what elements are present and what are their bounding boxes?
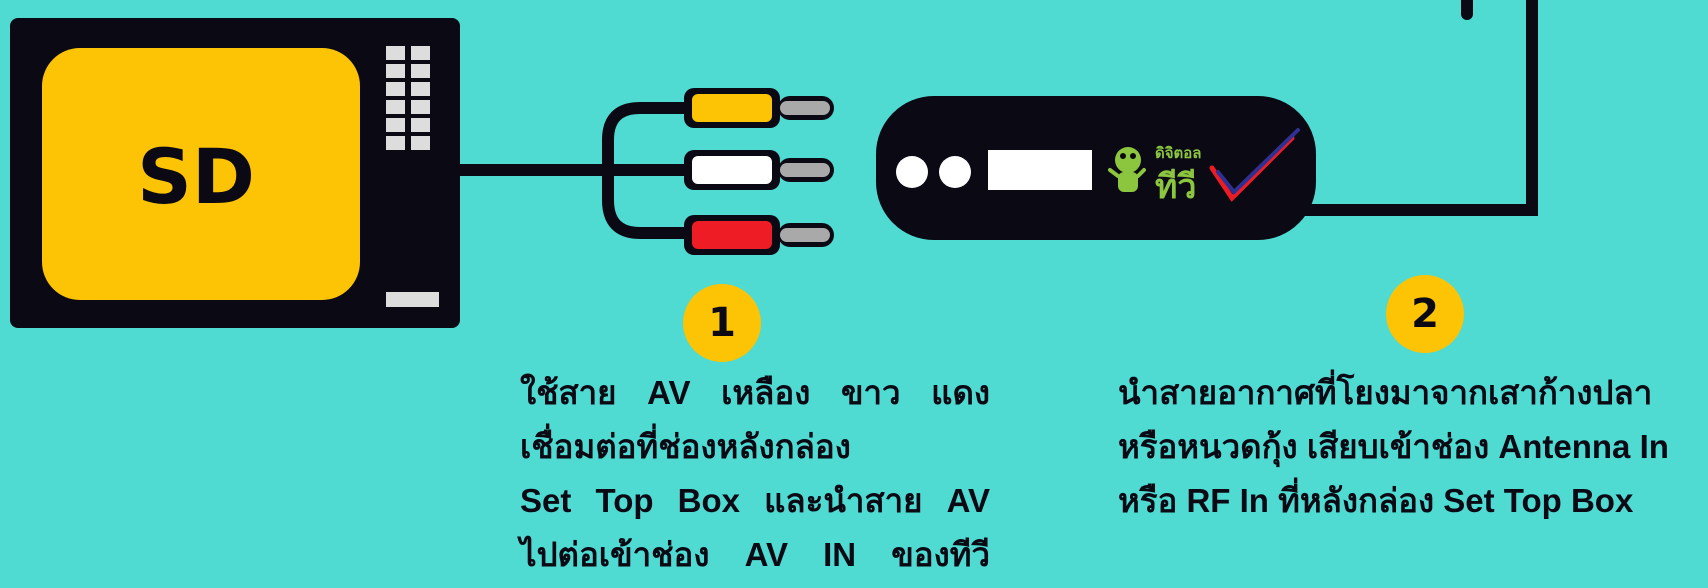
- step-2-line: หรือ RF In ที่หลังกล่อง Set Top Box: [1118, 482, 1634, 519]
- av-plug-yellow: [684, 88, 834, 128]
- step-2-line: นำสายอากาศที่โยงมาจากเสาก้างปลา: [1118, 374, 1653, 411]
- antenna-cable: [1245, 0, 1538, 216]
- step-2-instructions: นำสายอากาศที่โยงมาจากเสาก้างปลา หรือหนวด…: [1118, 366, 1708, 528]
- step-1-line: ไปต่อเข้าช่อง AV IN ของทีวี: [520, 536, 990, 573]
- step-2-line: หรือหนวดกุ้ง เสียบเข้าช่อง Antenna In: [1118, 428, 1669, 465]
- tv-keypad: [386, 46, 430, 150]
- tv-screen: [42, 48, 360, 300]
- logo-top-text: ดิจิตอล: [1155, 144, 1201, 162]
- stb-led-1: [896, 156, 928, 188]
- step-2-number: 2: [1411, 291, 1439, 337]
- av-plug-red: [684, 215, 834, 255]
- tv-set: SD: [10, 18, 460, 328]
- tv-speaker-slot: [386, 292, 439, 307]
- tv-label: SD: [137, 132, 255, 221]
- step-1-number: 1: [708, 300, 736, 346]
- av-plug-white: [684, 150, 834, 190]
- step-2-badge: 2: [1386, 275, 1464, 353]
- set-top-box: ดิจิตอล ทีวี: [876, 96, 1316, 240]
- logo-bottom-text: ทีวี: [1155, 167, 1197, 207]
- av-cable: [458, 102, 688, 239]
- step-1-line: ใช้สาย AV เหลือง ขาว แดง: [520, 374, 990, 411]
- stb-display: [988, 150, 1092, 190]
- digital-tv-logo: ดิจิตอล ทีวี: [1108, 128, 1300, 207]
- step-1-line: Set Top Box และนำสาย AV: [520, 482, 990, 519]
- step-1-instructions: ใช้สาย AV เหลือง ขาว แดง เชื่อมต่อที่ช่อ…: [520, 366, 990, 582]
- step-1-badge: 1: [683, 284, 761, 362]
- step-1-line: เชื่อมต่อที่ช่องหลังกล่อง: [520, 428, 851, 465]
- stb-led-2: [939, 156, 971, 188]
